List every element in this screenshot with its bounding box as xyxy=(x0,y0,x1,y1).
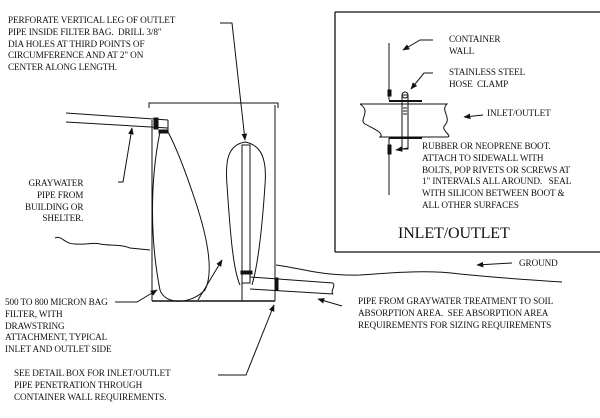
tank-lid xyxy=(148,102,279,108)
boot-note: RUBBER OR NEOPRENE BOOT. ATTACH TO SIDEW… xyxy=(422,141,572,210)
inlet-outlet-small-label: INLET/OUTLET xyxy=(487,108,551,118)
ground-label: GROUND xyxy=(519,258,558,268)
inlet-filter-bag xyxy=(152,131,210,302)
leader-arrows xyxy=(115,22,513,376)
detail-box xyxy=(334,11,600,253)
perforate-note: PERFORATE VERTICAL LEG OF OUTLET PIPE IN… xyxy=(8,15,176,73)
ground-line-left xyxy=(54,236,151,251)
container-wall-label: CONTAINER WALL xyxy=(449,34,501,56)
outlet-filter-bag xyxy=(226,141,266,286)
pipe-to-soil-label: PIPE FROM GRAYWATER TREATMENT TO SOIL AB… xyxy=(358,296,554,330)
detail-title: INLET/OUTLET xyxy=(398,225,510,242)
inlet-pipe xyxy=(65,112,169,134)
outlet-vertical-pipe xyxy=(240,144,335,301)
ground-line-right xyxy=(275,264,563,283)
see-detail-note: SEE DETAIL BOX FOR INLET/OUTLET PIPE PEN… xyxy=(14,368,171,402)
graywater-pipe-label: GRAYWATER PIPE FROM BUILDING OR SHELTER. xyxy=(25,178,84,224)
hose-clamp-label: STAINLESS STEEL HOSE CLAMP xyxy=(449,67,526,89)
bag-filter-label: 500 TO 800 MICRON BAG FILTER, WITH DRAWS… xyxy=(5,297,112,355)
